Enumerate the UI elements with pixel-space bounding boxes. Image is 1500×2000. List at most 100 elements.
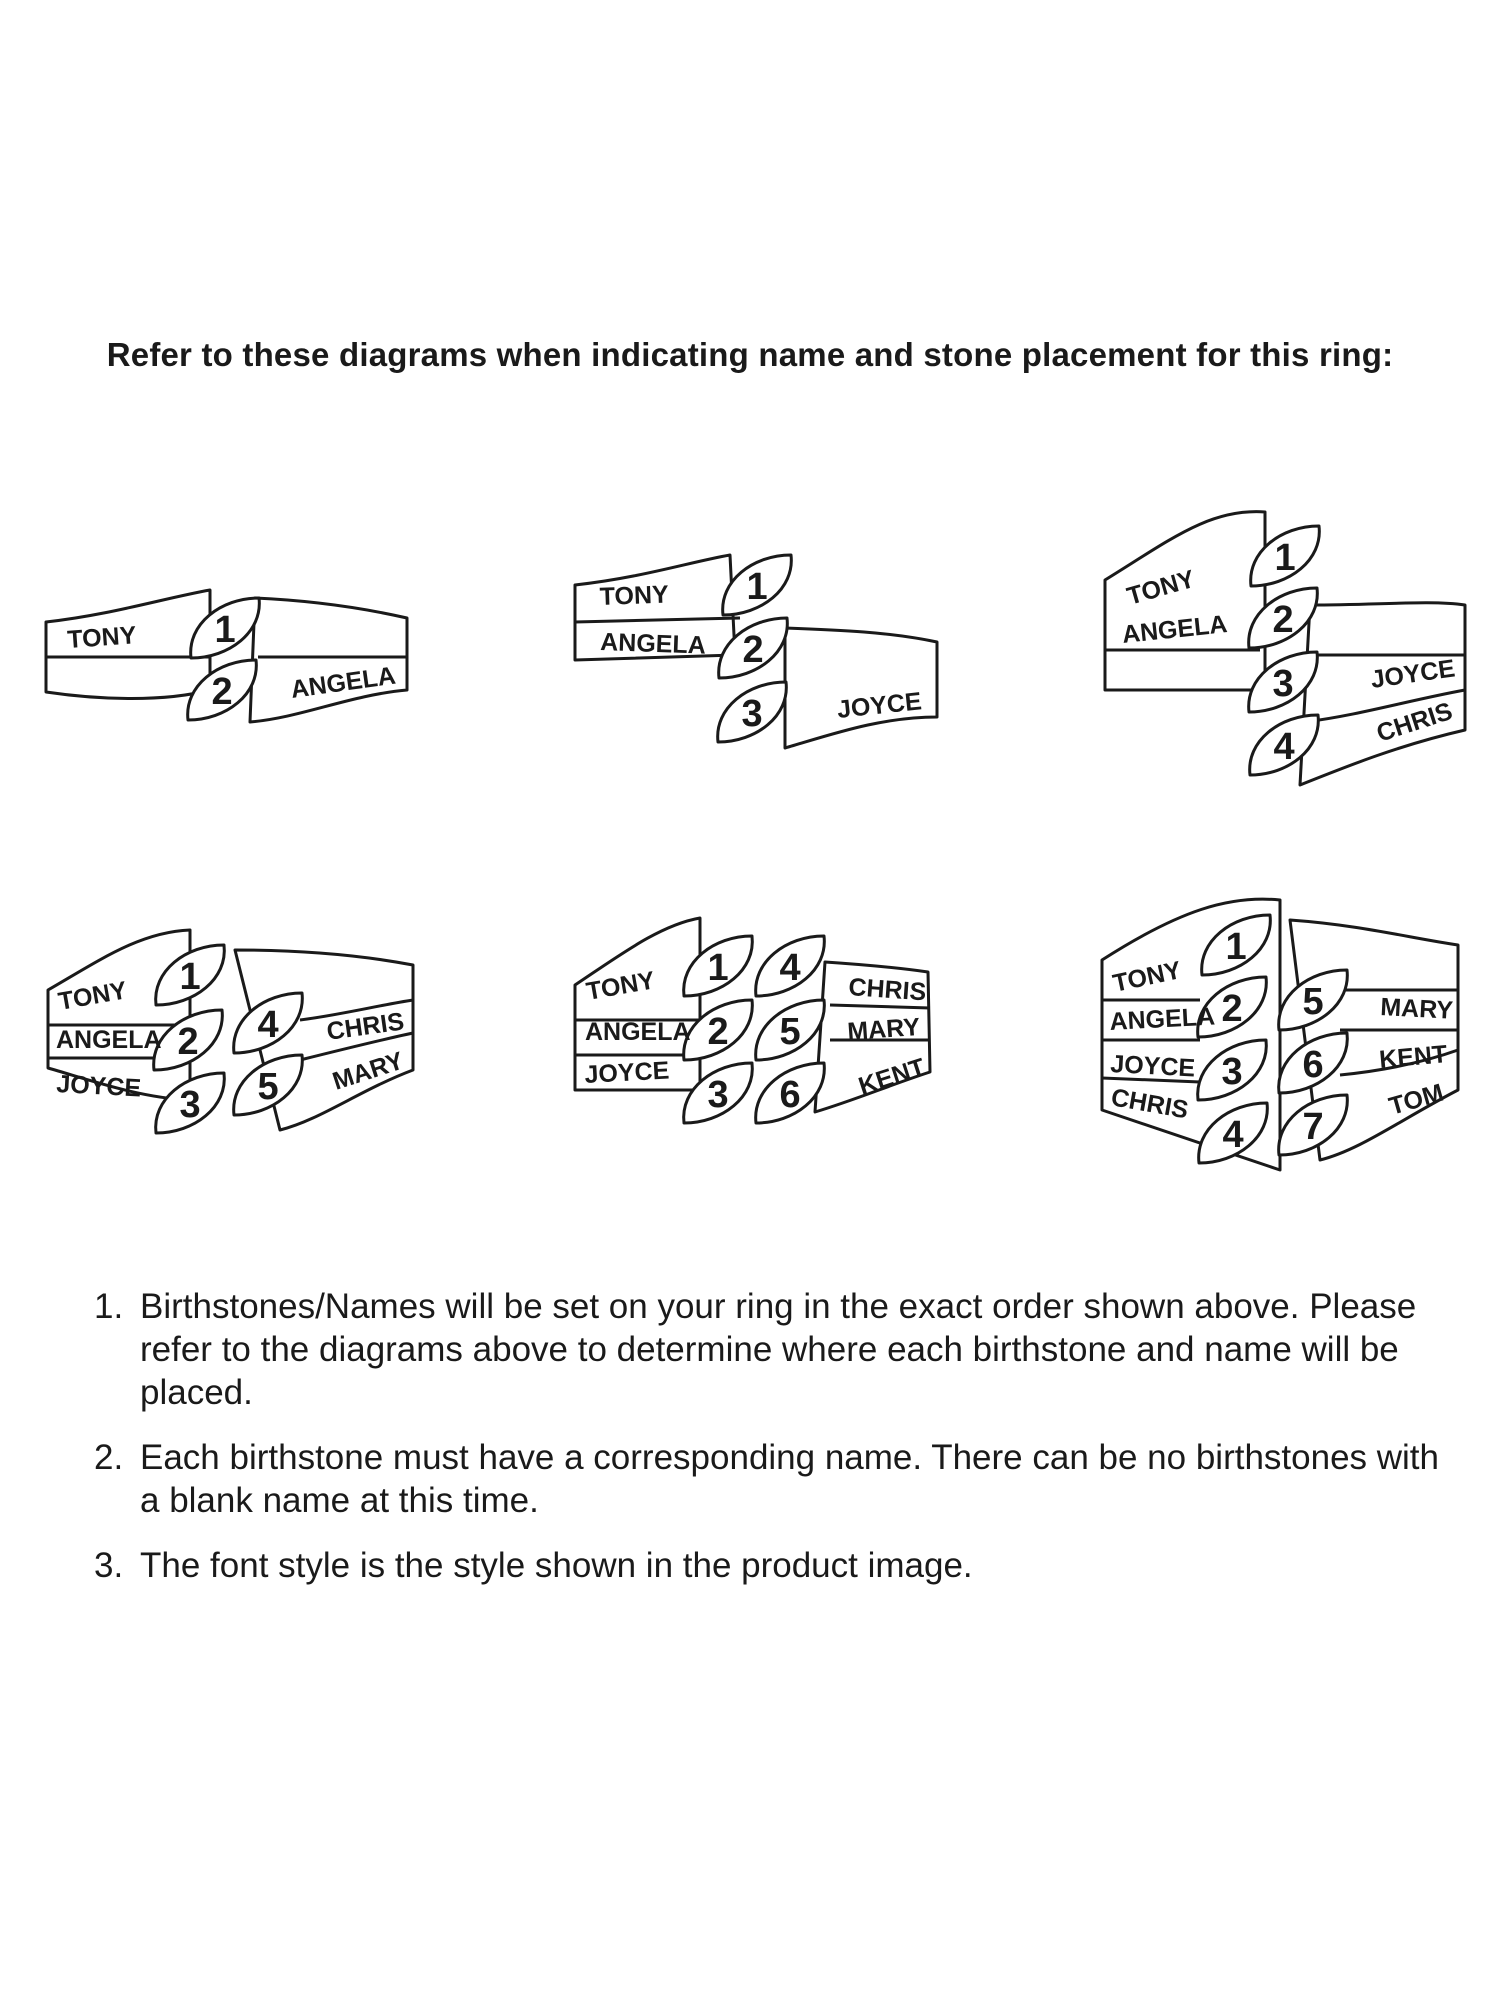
birthstone: 1 (682, 934, 754, 998)
ring-band (248, 596, 409, 724)
birthstone-number: 1 (1225, 926, 1246, 968)
birthstone-outline (1196, 1038, 1268, 1102)
birthstone-number: 4 (1273, 726, 1294, 768)
birthstone: 1 (189, 596, 261, 660)
birthstone: 3 (716, 680, 788, 744)
birthstone-number: 5 (779, 1011, 800, 1053)
instruction-item: 1. Birthstones/Names will be set on your… (94, 1285, 1454, 1414)
birthstone-outline (721, 553, 793, 617)
birthstone-number: 6 (779, 1074, 800, 1116)
birthstone-number: 4 (1222, 1114, 1243, 1156)
birthstone-number: 3 (179, 1084, 200, 1126)
instruction-item: 3. The font style is the style shown in … (94, 1544, 1454, 1587)
birthstone: 5 (1277, 968, 1349, 1032)
birthstone: 7 (1277, 1093, 1349, 1157)
ring-name: ANGELA (56, 1026, 162, 1054)
birthstone: 4 (754, 934, 826, 998)
birthstone-outline (1277, 1031, 1349, 1095)
birthstone: 2 (717, 616, 789, 680)
birthstone-outline (716, 680, 788, 744)
birthstone-number: 3 (707, 1074, 728, 1116)
birthstone-outline (1247, 650, 1319, 714)
birthstone: 2 (152, 1008, 224, 1072)
birthstone-outline (754, 1061, 826, 1125)
instruction-number: 2. (94, 1438, 124, 1477)
birthstone-outline (232, 991, 304, 1055)
birthstone-number: 4 (779, 947, 800, 989)
birthstone: 5 (754, 998, 826, 1062)
birthstone-outline (1196, 975, 1268, 1039)
ring-name: ANGELA (600, 628, 706, 660)
birthstone: 4 (232, 991, 304, 1055)
ring-diagrams: 12TONYANGELA123TONYANGELAJOYCE1234TONYAN… (44, 510, 1467, 1172)
birthstone-outline (754, 998, 826, 1062)
birthstone-outline (232, 1053, 304, 1117)
birthstone-number: 2 (707, 1011, 728, 1053)
birthstone-outline (754, 934, 826, 998)
birthstone-number: 2 (1221, 988, 1242, 1030)
birthstone-number: 2 (211, 671, 232, 713)
birthstone: 2 (1196, 975, 1268, 1039)
birthstone-outline (1247, 586, 1319, 650)
birthstone: 6 (754, 1061, 826, 1125)
birthstone-number: 2 (177, 1021, 198, 1063)
instruction-list: 1. Birthstones/Names will be set on your… (94, 1285, 1454, 1609)
birthstone-outline (1277, 968, 1349, 1032)
ring-band (783, 626, 939, 750)
birthstone: 1 (1249, 524, 1321, 588)
ring-name: KENT (1378, 1040, 1448, 1074)
birthstone-number: 4 (257, 1004, 278, 1046)
birthstone: 4 (1248, 713, 1320, 777)
birthstone-outline (189, 596, 261, 660)
ring-name: MARY (1380, 993, 1454, 1025)
ring-name: MARY (846, 1013, 921, 1046)
birthstone-outline (682, 1061, 754, 1125)
birthstone: 3 (154, 1071, 226, 1135)
instruction-text: The font style is the style shown in the… (140, 1546, 973, 1585)
ring-band (1103, 510, 1267, 692)
birthstone: 1 (1200, 913, 1272, 977)
birthstone-number: 3 (1221, 1051, 1242, 1093)
birthstone-number: 1 (179, 956, 200, 998)
ring-band (573, 916, 702, 1092)
ring-name: JOYCE (56, 1070, 142, 1102)
ring-name: JOYCE (1110, 1050, 1196, 1082)
ring-name: JOYCE (584, 1057, 670, 1089)
birthstone-number: 3 (741, 693, 762, 735)
birthstone-outline (154, 943, 226, 1007)
ring-name: ANGELA (1109, 1003, 1216, 1036)
instruction-text: Birthstones/Names will be set on your ri… (140, 1287, 1417, 1412)
page-heading: Refer to these diagrams when indicating … (106, 336, 1394, 373)
ring-name: CHRIS (848, 973, 928, 1006)
birthstone-outline (717, 616, 789, 680)
birthstone-outline (1200, 913, 1272, 977)
birthstone: 4 (1197, 1101, 1269, 1165)
birthstone: 5 (232, 1053, 304, 1117)
ring-name: TONY (66, 621, 137, 654)
birthstone-outline (152, 1008, 224, 1072)
birthstone: 1 (154, 943, 226, 1007)
instruction-number: 3. (94, 1546, 124, 1585)
birthstone: 3 (682, 1061, 754, 1125)
birthstone-number: 2 (742, 629, 763, 671)
birthstone-outline (682, 934, 754, 998)
birthstone: 2 (682, 998, 754, 1062)
birthstone-outline (1197, 1101, 1269, 1165)
birthstone-outline (186, 658, 258, 722)
instruction-number: 1. (94, 1287, 124, 1326)
birthstone-outline (154, 1071, 226, 1135)
birthstone: 3 (1196, 1038, 1268, 1102)
birthstone-outline (1248, 713, 1320, 777)
birthstone-outline (1249, 524, 1321, 588)
birthstone: 2 (1247, 586, 1319, 650)
instruction-item: 2. Each birthstone must have a correspon… (94, 1436, 1454, 1522)
instruction-text: Each birthstone must have a correspondin… (140, 1438, 1439, 1520)
birthstone-number: 3 (1272, 663, 1293, 705)
birthstone: 1 (721, 553, 793, 617)
